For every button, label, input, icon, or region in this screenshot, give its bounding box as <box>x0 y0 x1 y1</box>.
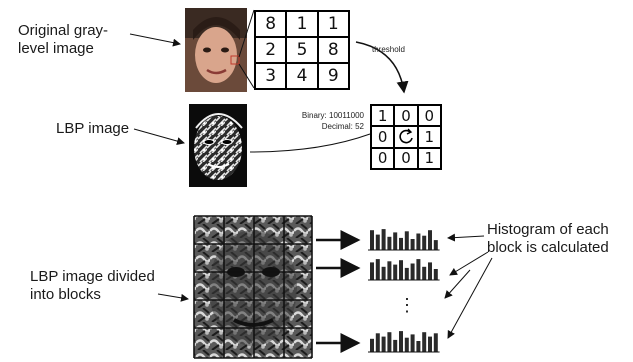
lbp-face-image <box>189 104 247 187</box>
histogram-bar <box>375 234 380 250</box>
histogram-bar <box>399 260 403 280</box>
lbp-arrow <box>133 128 185 145</box>
threshold-arrow <box>355 41 409 94</box>
gray-grid-cell: 5 <box>286 37 318 63</box>
histogram-bar <box>416 233 421 250</box>
gray-grid-cell: 1 <box>317 11 349 37</box>
histogram-bar <box>404 267 409 280</box>
histogram-bar <box>387 236 392 250</box>
histogram-bar <box>410 239 415 250</box>
ellipsis-label: ⋮ <box>398 295 416 315</box>
histogram-bar <box>416 341 421 352</box>
gray-grid-cell: 9 <box>317 63 349 89</box>
histogram-bar <box>393 232 398 250</box>
histograms <box>368 229 440 353</box>
histogram-bar <box>422 332 427 352</box>
histogram-label: Histogram of each block is calculated <box>487 221 609 256</box>
binary-to-lbp-line <box>249 133 371 153</box>
histogram-bar <box>387 261 392 280</box>
histogram-bar <box>428 230 432 250</box>
histogram-bar <box>381 336 386 352</box>
binary-grid-cell <box>394 126 418 148</box>
histogram-bar <box>399 237 403 250</box>
lbp-blocks-image <box>193 215 313 359</box>
blocks-label: LBP image divided into blocks <box>30 268 155 303</box>
decimal-label: Decimal: 52 <box>321 122 364 131</box>
binary-grid-cell: 0 <box>371 147 395 169</box>
binary-grid-cell: 1 <box>417 126 441 148</box>
original-face-photo <box>185 8 247 92</box>
rotation-arrow-icon <box>399 128 413 144</box>
histogram-bar <box>433 333 438 352</box>
gray-grid-cell: 3 <box>255 63 287 89</box>
histogram-2 <box>368 259 440 281</box>
binary-grid-cell: 0 <box>371 126 395 148</box>
histogram-bar <box>387 332 392 352</box>
binary-grid-cell: 0 <box>394 147 418 169</box>
hist-arrow-3 <box>447 257 493 339</box>
original-image-label: Original gray- level image <box>18 22 109 57</box>
histogram-bar <box>370 338 374 352</box>
gray-grid-cell: 1 <box>286 11 318 37</box>
histogram-bar <box>433 240 438 250</box>
histogram-bar <box>404 231 409 250</box>
histogram-bar <box>410 263 415 280</box>
zoom-line-bottom <box>238 63 255 89</box>
hist-arrow-4 <box>444 269 471 299</box>
lbp-image-label: LBP image <box>56 120 130 137</box>
histogram-bar <box>433 269 438 280</box>
original-arrow <box>129 33 181 47</box>
threshold-label: threshold <box>372 45 405 54</box>
gray-grid-cell: 2 <box>255 37 287 63</box>
binary-grid-cell: 0 <box>417 105 441 127</box>
binary-grid-cell: 1 <box>417 147 441 169</box>
gray-grid-cell: 8 <box>255 11 287 37</box>
binary-grid-cell: 1 <box>371 105 395 127</box>
gray-grid-cell: 8 <box>317 37 349 63</box>
histogram-bar <box>381 229 386 250</box>
histogram-bar <box>404 337 409 352</box>
histogram-3 <box>368 331 440 353</box>
histogram-bar <box>375 259 380 280</box>
histogram-bar <box>393 339 398 352</box>
histogram-bar <box>422 235 427 250</box>
histogram-bar <box>416 259 421 280</box>
histogram-bar <box>428 262 432 280</box>
histogram-bar <box>428 336 432 352</box>
zoom-line-top <box>238 9 255 58</box>
histogram-bar <box>393 264 398 280</box>
hist-arrow-1 <box>447 233 485 242</box>
histogram-bar <box>381 266 386 280</box>
histogram-bar <box>370 230 374 250</box>
gray-grid-cell: 4 <box>286 63 318 89</box>
histogram-bar <box>375 333 380 352</box>
histogram-bar <box>422 266 427 280</box>
histogram-bar <box>399 331 403 352</box>
histogram-1 <box>368 229 440 251</box>
blocks-arrow <box>157 293 189 302</box>
binary-grid-cell: 0 <box>394 105 418 127</box>
histogram-bar <box>370 262 374 280</box>
hist-arrow-2 <box>449 251 489 276</box>
histogram-bar <box>410 334 415 352</box>
binary-label: Binary: 10011000 <box>301 111 364 120</box>
